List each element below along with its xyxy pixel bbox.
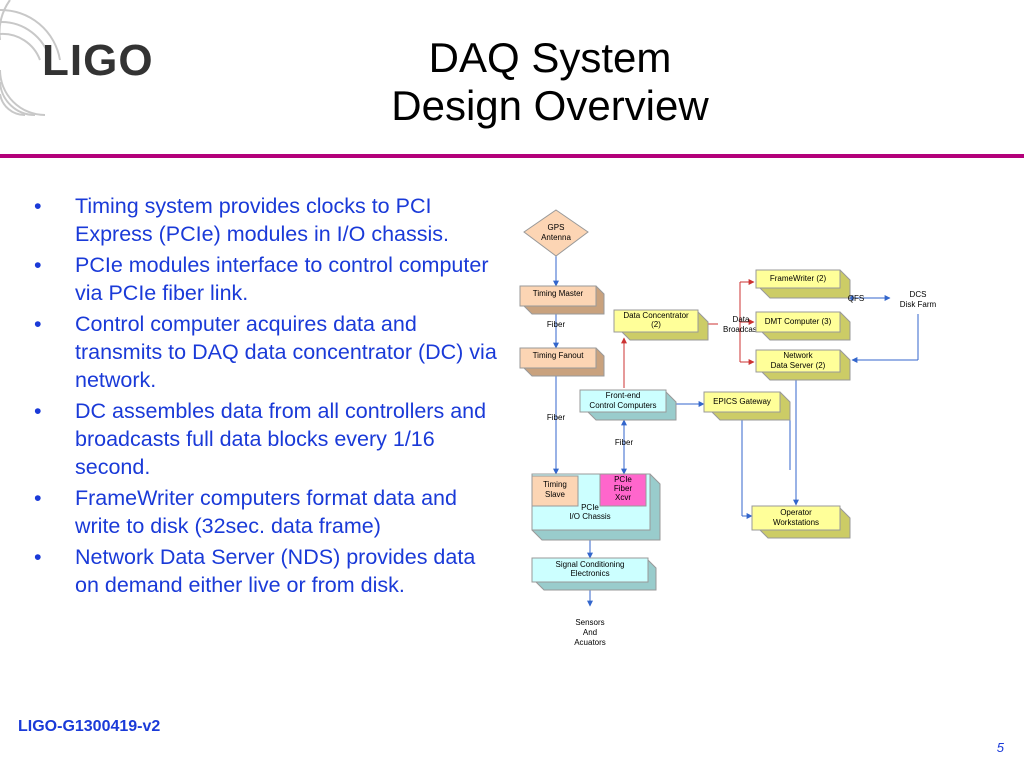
timing-master-label: Timing Master [533,289,584,298]
pcie-xcvr-label-3: Xcvr [615,493,631,502]
data-broadcast-label-1: Data [733,315,750,324]
bullet-item: •Control computer acquires data and tran… [34,312,497,392]
title-line-2: Design Overview [391,82,709,129]
bullet-dot: • [34,253,42,277]
timing-slave-box [531,475,579,507]
bullet-dot: • [34,312,42,336]
data-concentrator-box [613,309,699,333]
document-id: LIGO-G1300419-v2 [18,718,161,735]
timing-slave-label-1: Timing [543,480,567,489]
bullet-item: •Timing system provides clocks to PCI Ex… [34,194,449,246]
operator-label-2: Workstations [773,518,819,527]
bullet-dot: • [34,545,42,569]
bullet-dot: • [34,399,42,423]
gps-label-1: GPS [548,223,565,232]
nds-label-2: Data Server (2) [771,361,826,370]
frontend-computers-box [579,389,667,413]
bullet-item: •PCIe modules interface to control compu… [34,253,489,305]
signal-conditioning-label-2: Electronics [570,569,609,578]
bullet-dot: • [34,194,42,218]
bullet-item: •FrameWriter computers format data and w… [34,486,457,538]
fiber-label: Fiber [615,438,634,447]
dcs-label-1: DCS [910,290,927,299]
nds-box [755,349,841,373]
frontend-label-2: Control Computers [589,401,656,410]
fiber-label: Fiber [547,413,566,422]
data-concentrator-label-2: (2) [651,320,661,329]
bullet-list: •Timing system provides clocks to PCI Ex… [30,192,500,602]
page-title: DAQ System Design Overview [360,34,740,130]
fiber-label: Fiber [547,320,566,329]
pcie-xcvr-label-1: PCIe [614,475,632,484]
epics-gateway-box [703,391,781,413]
nds-label-1: Network [783,351,813,360]
logo-arcs [0,0,61,117]
bullet-dot: • [34,486,42,510]
frontend-label-1: Front-end [606,391,641,400]
framewriter-box [755,269,841,289]
data-concentrator-label-1: Data Concentrator [623,311,689,320]
signal-conditioning-box [531,557,649,583]
dmt-computer-box [755,311,841,333]
epics-gateway-label: EPICS Gateway [713,397,771,406]
operator-workstations-box [751,505,841,531]
data-broadcast-label-2: Broadcast [723,325,760,334]
sensors-label-2: And [583,628,597,637]
gps-antenna-node [523,209,589,257]
ligo-logo: LIGO [42,36,154,85]
pcie-xcvr-label-2: Fiber [614,484,633,493]
timing-fanout-label: Timing Fanout [533,351,585,360]
sensors-label-1: Sensors [575,618,604,627]
gps-label-2: Antenna [541,233,571,242]
sensors-label-3: Acuators [574,638,606,647]
pcie-chassis-label-2: I/O Chassis [569,512,610,521]
dmt-label: DMT Computer (3) [765,317,832,326]
page-number: 5 [996,740,1004,755]
title-line-1: DAQ System [428,34,672,81]
daq-diagram: GPS Antenna Timing Master Fiber Timing F… [519,209,937,647]
operator-label-1: Operator [780,508,812,517]
title-divider [0,154,1024,158]
pcie-chassis-label-1: PCIe [581,503,599,512]
timing-fanout-box [519,347,597,369]
pcie-xcvr-box [599,473,647,507]
bullet-item: •DC assembles data from all controllers … [34,399,487,479]
dcs-label-2: Disk Farm [900,300,937,309]
timing-master-box [519,285,597,307]
signal-conditioning-label-1: Signal Conditioning [556,560,625,569]
qfs-label: QFS [848,294,864,303]
timing-slave-label-2: Slave [545,490,566,499]
framewriter-label: FrameWriter (2) [770,274,827,283]
bullet-item: •Network Data Server (NDS) provides data… [34,545,476,597]
